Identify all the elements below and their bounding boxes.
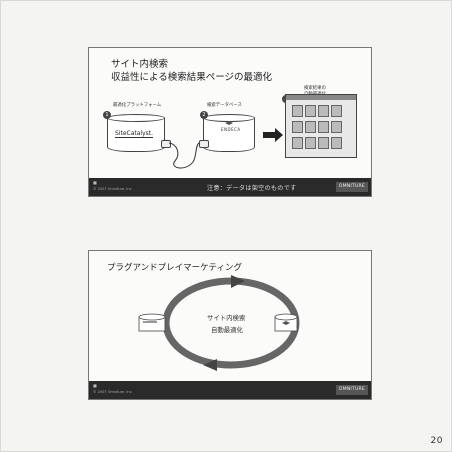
step3-label-line1: 検索結果の bbox=[304, 86, 326, 91]
left-cylinder-top bbox=[138, 313, 166, 321]
cycle-center-line1: サイト内検索 bbox=[207, 314, 246, 322]
arrow-right-icon bbox=[263, 128, 283, 142]
connector-plug-right bbox=[199, 140, 209, 148]
right-cylinder-icon bbox=[282, 321, 290, 325]
sitecatalyst-cylinder bbox=[107, 114, 165, 152]
step2-label: 検索データベース bbox=[207, 103, 242, 108]
footer-logo: ■ bbox=[93, 180, 97, 185]
cable-line bbox=[168, 142, 200, 169]
endeca-icon bbox=[225, 121, 233, 125]
step1-badge: 1 bbox=[103, 111, 111, 119]
cycle-arrow-top-icon bbox=[231, 275, 245, 288]
footer-note: 注意：データは架空のものです bbox=[207, 185, 297, 192]
slide-search-optimization: サイト内検索 収益性による検索結果ページの最適化 最適化プラットフォーム 検索デ… bbox=[88, 47, 372, 197]
slide2-title: プラグアンドプレイマーケティング bbox=[107, 263, 242, 273]
slide2-footer: ■ © 2007 Omniture, Inc. OMNITURE bbox=[89, 381, 371, 399]
footer-copyright: © 2007 Omniture, Inc. bbox=[93, 390, 133, 394]
right-cylinder-top bbox=[274, 313, 298, 321]
footer-logo: ■ bbox=[93, 383, 97, 388]
cycle-arrow-bottom-icon bbox=[203, 359, 217, 371]
cycle-center-line2: 自動最適化 bbox=[211, 326, 243, 334]
search-results-screenshot bbox=[285, 94, 357, 158]
sitecatalyst-logo: SiteCatalyst. bbox=[115, 130, 154, 138]
step1-label: 最適化プラットフォーム bbox=[113, 103, 162, 108]
footer-copyright: © 2007 Omniture, Inc. bbox=[93, 187, 133, 191]
connection-graphics bbox=[168, 121, 283, 169]
step2-badge: 2 bbox=[200, 111, 208, 119]
left-cylinder-logo bbox=[143, 321, 157, 323]
cycle-diagram bbox=[138, 275, 300, 371]
brand-name: OMNITURE bbox=[338, 387, 365, 392]
slide-plug-and-play: プラグアンドプレイマーケティング サイト内検索 自動最適化 ■ © 2007 O… bbox=[88, 250, 372, 400]
slide1-title-line2: 収益性による検索結果ページの最適化 bbox=[111, 72, 273, 83]
endeca-logo: ENDECA bbox=[221, 127, 241, 132]
brand-name: OMNITURE bbox=[338, 184, 365, 189]
slide1-footer: ■ © 2007 Omniture, Inc. 注意：データは架空のものです O… bbox=[89, 178, 371, 196]
omniture-brand: OMNITURE bbox=[335, 182, 368, 192]
connector-plug-left bbox=[161, 140, 171, 148]
omniture-brand: OMNITURE bbox=[335, 385, 368, 395]
slide1-title-line1: サイト内検索 bbox=[111, 59, 169, 70]
page-number: 20 bbox=[430, 436, 443, 446]
